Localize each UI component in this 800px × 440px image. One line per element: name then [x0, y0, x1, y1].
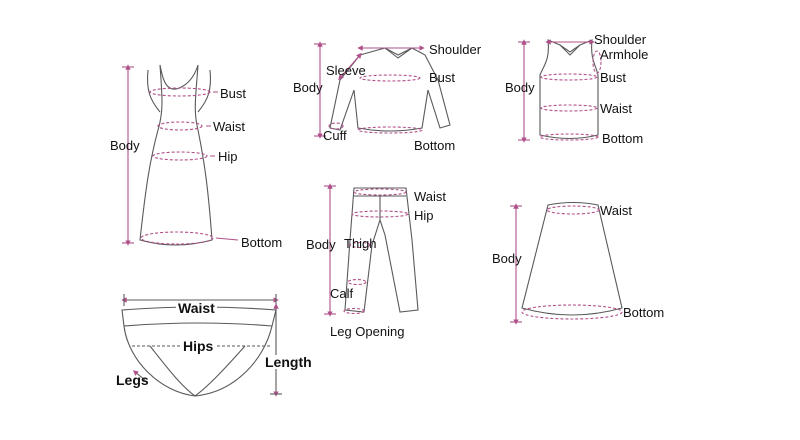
- jacket-cuff-label: Cuff: [323, 128, 347, 143]
- dress-figure: [139, 64, 213, 246]
- pants-measure-lines: [324, 183, 409, 317]
- dress-waist-label: Waist: [213, 119, 246, 134]
- jacket-bust-label: Bust: [429, 70, 456, 85]
- pants-thigh-label: Thigh: [344, 236, 377, 251]
- briefs-waist-label: Waist: [176, 300, 217, 316]
- briefs-measure-lines: [121, 294, 282, 397]
- tank-armhole-label: Armhole: [600, 47, 649, 62]
- tank-bottom-label: Bottom: [602, 131, 644, 146]
- jacket-sleeve-label: Sleeve: [326, 63, 366, 78]
- briefs-figure: [121, 306, 277, 397]
- jacket-figure: [329, 47, 451, 132]
- skirt-figure: [521, 201, 623, 316]
- dress-hip-label: Hip: [218, 149, 238, 164]
- tank-body-label: Body: [505, 80, 535, 95]
- skirt-waist-label: Waist: [600, 203, 633, 218]
- skirt-bottom-label: Bottom: [623, 305, 665, 320]
- skirt-measure-lines: [510, 203, 623, 325]
- tank-figure: [539, 39, 599, 140]
- briefs-hips-label: Hips: [181, 338, 216, 354]
- jacket-body-label: Body: [293, 80, 323, 95]
- pants-figure: [344, 187, 419, 313]
- tank-measure-lines: [518, 39, 602, 143]
- jacket-bottom-label: Bottom: [414, 138, 456, 153]
- dress-label-ticks: [206, 91, 239, 241]
- skirt-body-label: Body: [492, 251, 522, 266]
- pants-body-label: Body: [306, 237, 336, 252]
- briefs-legs-label: Legs: [116, 372, 149, 388]
- tank-waist-label: Waist: [600, 101, 633, 116]
- dress-bust-label: Bust: [220, 86, 247, 101]
- briefs-length-label: Length: [263, 354, 314, 370]
- pants-hip-label: Hip: [414, 208, 434, 223]
- tank-bust-label: Bust: [600, 70, 627, 85]
- jacket-shoulder-label: Shoulder: [429, 42, 482, 57]
- tank-shoulder-label: Shoulder: [594, 32, 647, 47]
- jacket-measure-lines: [314, 41, 425, 139]
- pants-calf-label: Calf: [330, 286, 354, 301]
- dress-body-label: Body: [110, 138, 140, 153]
- dress-bottom-label: Bottom: [241, 235, 283, 250]
- pants-waist-label: Waist: [414, 189, 447, 204]
- pants-leg-opening-label: Leg Opening: [330, 324, 405, 339]
- dress-measure-lines: [122, 64, 214, 246]
